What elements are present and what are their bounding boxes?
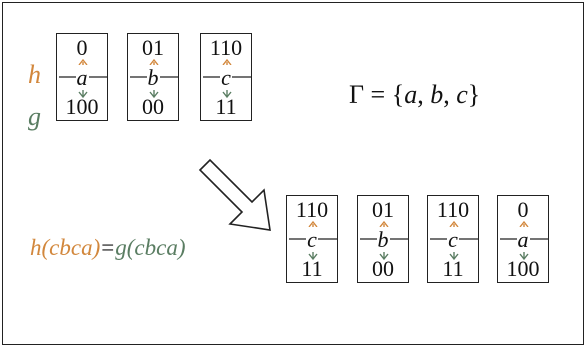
tile-letter-text: a <box>75 65 89 90</box>
h-label: h <box>28 60 41 89</box>
bottom-tile-1: 110 c 11 <box>286 195 338 283</box>
tile-letter: b <box>128 65 178 90</box>
alphabet-letter-a: a <box>404 80 418 109</box>
alphabet-definition: Γ = {a, b, c} <box>349 81 480 109</box>
tile-top-word: 0 <box>76 35 88 60</box>
bottom-tile-4: 0 a 100 <box>497 195 549 283</box>
alphabet-separator: , <box>443 80 457 109</box>
equation-left-arg: cbca <box>49 235 93 260</box>
top-tile-2: 01 b 00 <box>127 33 179 121</box>
tile-bottom-word: 11 <box>215 94 237 119</box>
equation-left-open: ( <box>41 235 50 260</box>
tile-bottom-word: 100 <box>506 256 540 281</box>
top-tile-3: 110 c 11 <box>200 33 252 121</box>
top-tile-1: 0 a 100 <box>56 33 108 121</box>
tile-top-word: 01 <box>372 197 394 222</box>
alphabet-separator: , <box>417 80 431 109</box>
equation-equals: = <box>101 235 115 260</box>
tile-letter-text: a <box>516 227 530 252</box>
tile-letter-text: b <box>146 65 160 90</box>
tile-bottom-word: 100 <box>65 94 99 119</box>
equation-g: g <box>115 235 127 260</box>
tile-letter-text: c <box>220 65 232 90</box>
alphabet-letter-b: b <box>430 80 444 109</box>
alphabet-suffix: } <box>467 80 481 109</box>
equation-left-close: ) <box>92 235 101 260</box>
tile-bottom-word: 11 <box>442 256 464 281</box>
tile-top-word: 110 <box>295 197 329 222</box>
tile-letter: a <box>57 65 107 90</box>
g-label: g <box>28 102 41 131</box>
tile-letter: c <box>428 227 478 252</box>
solution-equation: h(cbca)=g(cbca) <box>30 235 186 261</box>
bottom-tile-3: 110 c 11 <box>427 195 479 283</box>
tile-top-word: 110 <box>209 35 243 60</box>
equation-h: h <box>30 235 42 260</box>
tile-letter-text: c <box>306 227 318 252</box>
tile-letter: a <box>498 227 548 252</box>
equation-right-close: ) <box>177 235 186 260</box>
tile-bottom-word: 00 <box>372 256 394 281</box>
tile-top-word: 01 <box>142 35 164 60</box>
tile-bottom-word: 00 <box>142 94 164 119</box>
tile-letter: b <box>358 227 408 252</box>
transition-arrow-icon <box>198 158 271 231</box>
tile-top-word: 110 <box>436 197 470 222</box>
tile-letter: c <box>287 227 337 252</box>
alphabet-letter-c: c <box>456 80 468 109</box>
alphabet-prefix: Γ = { <box>349 80 405 109</box>
tile-letter-text: c <box>447 227 459 252</box>
bottom-tile-2: 01 b 00 <box>357 195 409 283</box>
tile-letter: c <box>201 65 251 90</box>
tile-letter-text: b <box>376 227 390 252</box>
tile-top-word: 0 <box>517 197 529 222</box>
tile-bottom-word: 11 <box>301 256 323 281</box>
equation-right-open: ( <box>126 235 135 260</box>
equation-right-arg: cbca <box>134 235 178 260</box>
